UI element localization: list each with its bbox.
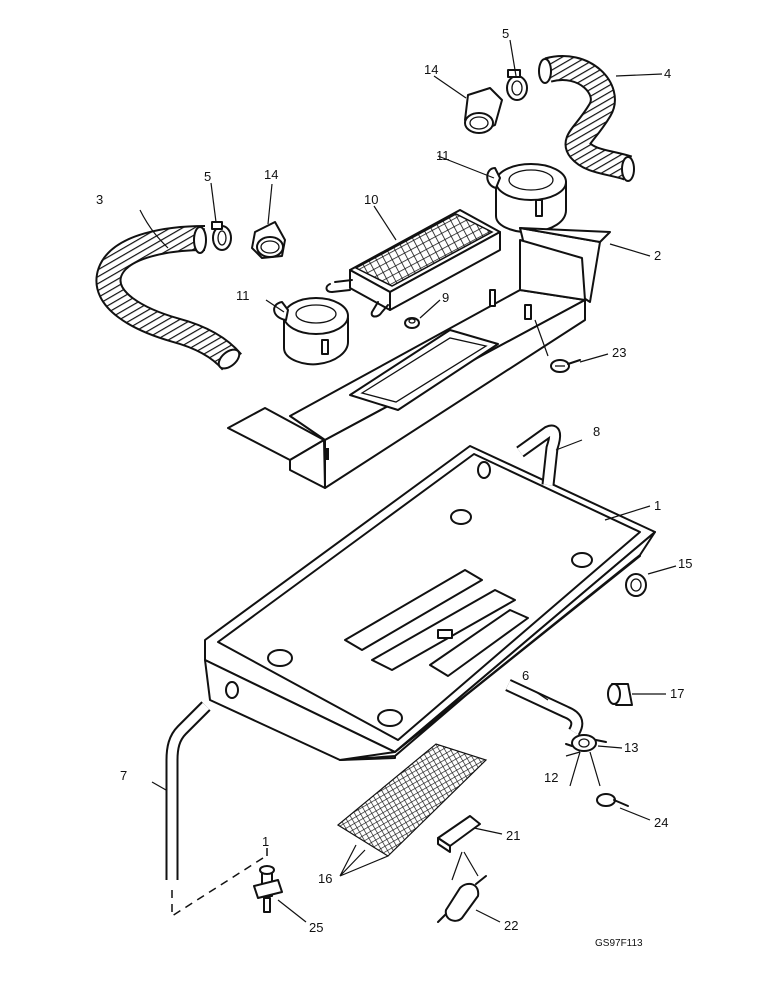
reference-code: GS97F113 [595,938,643,949]
flexible-hose-left [95,225,242,371]
screw-lower [596,793,629,807]
callout-11-left: 11 [236,288,250,303]
heater-tray [204,445,656,761]
elbow-connector-left [251,221,286,259]
callout-2: 2 [654,248,661,263]
plug [607,683,633,706]
nut [404,317,420,329]
drain-tap [253,865,283,913]
callout-4: 4 [664,66,671,81]
callout-7: 7 [120,768,127,783]
callout-3: 3 [96,192,103,207]
callout-14-right: 14 [424,62,438,77]
filter-mesh [336,743,488,857]
callout-8: 8 [593,424,600,439]
heater-matrix [325,209,501,318]
drain-pipe-upper [516,424,562,486]
festoon-bulb [437,875,487,923]
heater-mounting-panel [227,227,611,489]
callout-labels: 3 5 14 10 11 9 11 2 23 14 5 4 8 1 15 6 1… [96,26,692,949]
callout-25: 25 [309,920,323,935]
callout-6: 6 [522,668,529,683]
callout-21: 21 [506,828,520,843]
callout-17: 17 [670,686,684,701]
callout-22: 22 [504,918,518,933]
dashed-connection-line [171,848,268,917]
grommet [625,573,647,597]
hose-clamp-right [506,69,528,101]
callout-1-lower: 1 [262,834,269,849]
callout-24: 24 [654,815,668,830]
blower-fan-right [486,163,567,234]
hose-clip [565,734,607,752]
elbow-connector-right [464,87,503,134]
hose-clamp-left [211,221,232,251]
flexible-hose-right [538,55,635,182]
callout-15: 15 [678,556,692,571]
callout-5-left: 5 [204,169,211,184]
drain-pipe-lower [165,701,211,880]
bulb-holder [437,815,481,853]
callout-14-left: 14 [264,167,278,182]
callout-9: 9 [442,290,449,305]
drain-tube [505,679,584,736]
callout-13: 13 [624,740,638,755]
callout-12: 12 [544,770,558,785]
callout-16: 16 [318,871,332,886]
blower-fan-left [273,297,349,366]
screw-upper [550,359,581,373]
leader-lines [139,39,677,923]
callout-1: 1 [654,498,661,513]
callout-23: 23 [612,345,626,360]
callout-5-right: 5 [502,26,509,41]
callout-10: 10 [364,192,378,207]
callout-11-right: 11 [436,148,450,163]
